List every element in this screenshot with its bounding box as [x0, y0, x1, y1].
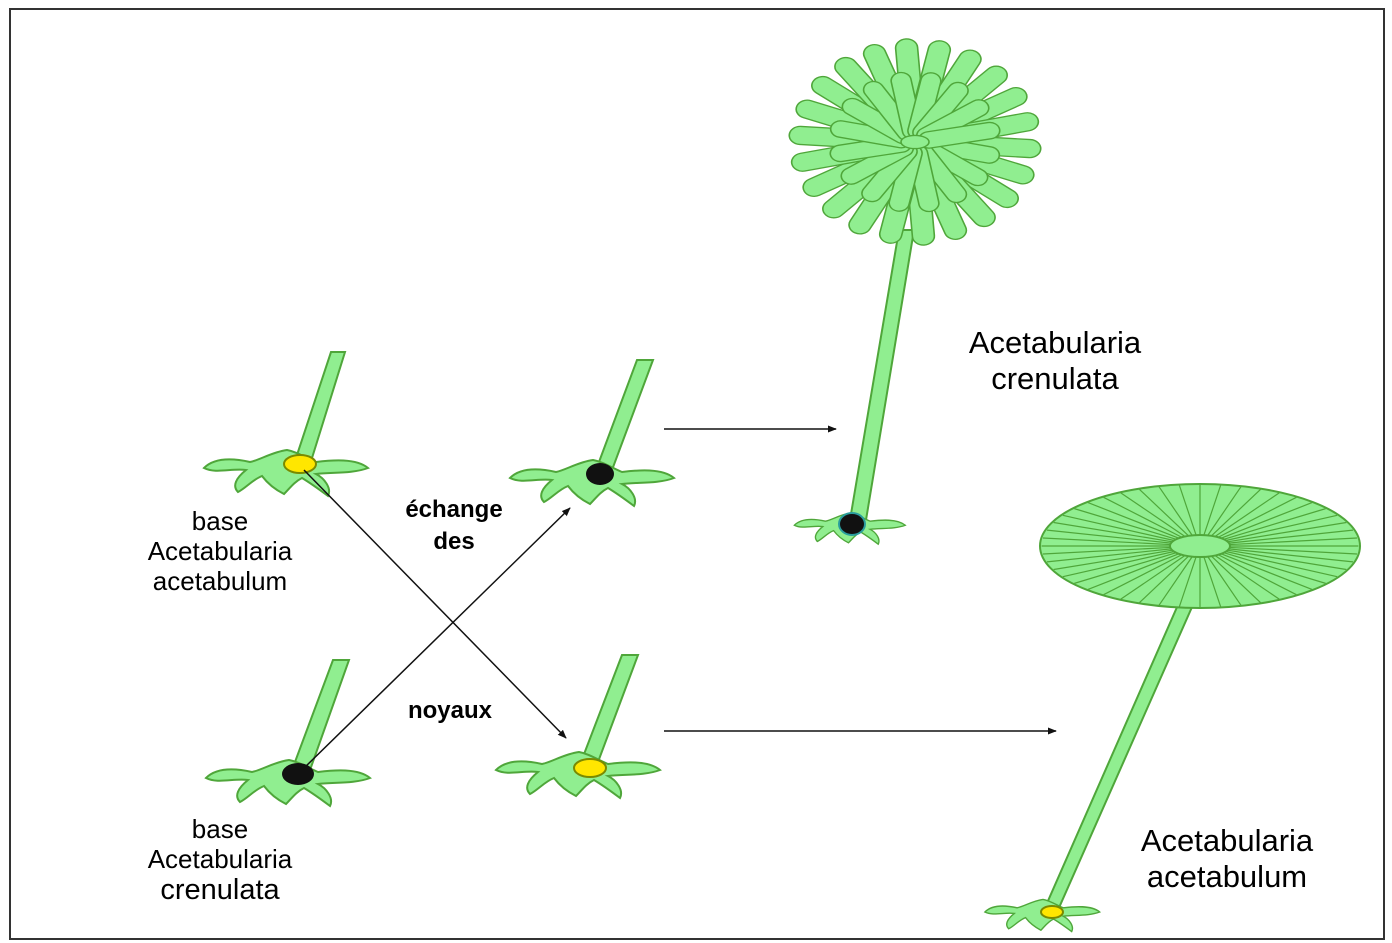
crenulata-cap-hub: [901, 135, 929, 148]
label-base-crenulata-line3: crenulata: [110, 874, 330, 908]
label-exchange-line2: des: [364, 528, 544, 556]
label-base-crenulata-line2: Acetabularia: [110, 844, 330, 874]
label-result-crenulata-line2: crenulata: [920, 361, 1190, 397]
label-result-acetabulum-line2: acetabulum: [1092, 859, 1362, 895]
frame-border: [10, 9, 1384, 939]
label-base-acetabulum-line3: acetabulum: [110, 566, 330, 596]
result-crenulata-cap: [789, 38, 1042, 245]
umbrella-center-ring: [1170, 535, 1230, 557]
base-crenulata-nucleus: [282, 763, 314, 785]
base-acetabulum-cell: [204, 352, 368, 496]
label-base-acetabulum-line1: base: [110, 506, 330, 536]
label-exchange: échange des: [364, 496, 544, 556]
base-acetabulum-rhizoid: [204, 450, 368, 496]
graft-bottom-nucleus: [574, 759, 606, 777]
label-base-crenulata: base Acetabularia crenulata: [110, 814, 330, 908]
label-nuclei: noyaux: [360, 697, 540, 725]
graft-bottom-cell: [496, 655, 660, 798]
result-crenulata-nucleus: [839, 513, 865, 535]
graft-top-cell: [510, 360, 674, 506]
label-base-crenulata-line1: base: [110, 814, 330, 844]
label-base-acetabulum: base Acetabularia acetabulum: [110, 506, 330, 596]
label-result-acetabulum-line1: Acetabularia: [1092, 823, 1362, 859]
label-result-crenulata: Acetabularia crenulata: [920, 325, 1190, 397]
base-acetabulum-nucleus: [284, 455, 316, 473]
result-crenulata-stalk: [850, 230, 914, 520]
label-result-acetabulum: Acetabularia acetabulum: [1092, 823, 1362, 895]
result-crenulata-cell: [789, 38, 1042, 544]
graft-bottom-stalk: [581, 655, 638, 762]
label-exchange-line1: échange: [364, 496, 544, 524]
result-acetabulum-cap: [1040, 484, 1360, 608]
graft-top-stalk: [596, 360, 653, 470]
graft-top-nucleus: [586, 463, 614, 485]
label-result-crenulata-line1: Acetabularia: [920, 325, 1190, 361]
base-crenulata-cell: [206, 660, 370, 806]
result-acetabulum-nucleus: [1041, 906, 1063, 918]
base-crenulata-stalk: [292, 660, 349, 770]
label-base-acetabulum-line2: Acetabularia: [110, 536, 330, 566]
base-acetabulum-stalk: [296, 352, 345, 458]
